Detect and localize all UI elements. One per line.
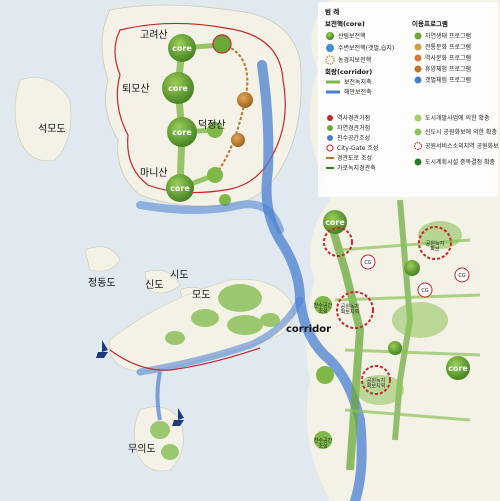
- yeongjong-greenery: [165, 284, 280, 345]
- place-sindo: 신도: [145, 279, 163, 291]
- legend-corridor-1: 보전녹지축: [344, 78, 372, 86]
- place-muuido: 무의도: [128, 443, 156, 455]
- place-toesan: 퇴모산: [122, 83, 150, 95]
- legend-core-2: 수변보전핵(갯벌,습지): [338, 44, 394, 52]
- corridor-branch-ganghwa: [136, 200, 284, 234]
- legend: 범 례 보전핵(core) 산림보전핵 수변보전핵(갯벌,습지) 농경지보전핵 …: [318, 2, 500, 197]
- legend-ll-4: City-Gate 조성: [337, 144, 378, 152]
- legend-corridor-header: 회랑(corridor): [325, 67, 372, 76]
- place-modo: 모도: [192, 290, 210, 301]
- core-label-5: core: [325, 218, 345, 227]
- islet-a: [84, 246, 121, 272]
- legend-ll-1: 역사경관거점: [337, 114, 370, 122]
- legend-program-2: 전통문화 프로그램: [425, 43, 471, 51]
- legend-ll-2: 자연경관거점: [337, 124, 370, 132]
- place-seokmodo: 석모도: [38, 123, 66, 135]
- cg-label-3: CG: [421, 288, 428, 294]
- legend-ll-6: 가로녹지경관축: [337, 164, 376, 172]
- place-manisan: 마니산: [140, 167, 168, 179]
- core-link-green: [174, 44, 186, 192]
- ganghwa-boundary: [114, 22, 286, 194]
- annotation-bubbles: [314, 296, 334, 449]
- boat-icons: [96, 340, 184, 426]
- muui-link: [155, 371, 162, 421]
- core-label-4: core: [170, 184, 190, 193]
- place-deokjeongsan: 덕정산: [198, 119, 226, 131]
- legend-lower-left: 역사경관거점 자연경관거점 친수공간조성 City-Gate 조성 경관도로 조…: [326, 114, 378, 172]
- legend-program-3: 역사문화 프로그램: [425, 54, 471, 62]
- incheon-green-network: [326, 199, 481, 471]
- corridor-label: corridor: [286, 324, 331, 335]
- legend-ll-3: 친수공간조성: [337, 134, 370, 142]
- legend-lr-1: 도시개발사업에 의한 확충: [425, 114, 490, 122]
- ganghwa-cores: core core core core: [162, 34, 197, 202]
- incheon-cores: core core: [323, 210, 470, 380]
- legend-core-3: 농경지보전핵: [338, 56, 371, 64]
- islet-b: [144, 269, 181, 294]
- place-jeongdongdo: 정동도: [88, 277, 116, 289]
- yeongjong-coast-red: [109, 347, 261, 371]
- cg-label-2: CG: [458, 273, 465, 279]
- legend-core-header: 보전핵(core): [325, 19, 365, 28]
- legend-program-5: 갯벌체험 프로그램: [425, 76, 471, 84]
- legend-program-header: 이용프로그램: [412, 19, 448, 28]
- legend-ll-5: 경관도로 조성: [337, 154, 372, 162]
- ganghwa-program-nodes: [207, 34, 253, 206]
- legend-core-1: 산림보전핵: [338, 32, 366, 40]
- place-sido: 시도: [170, 269, 188, 281]
- legend-lr-3: 공원서비스소외지역 공원화보 에 의한 확충: [425, 142, 500, 150]
- seokmodo-island: [14, 77, 72, 162]
- cg-label-1: CG: [364, 260, 371, 266]
- legend-lr-4: 도시계획시설 중복결정 확충: [425, 158, 496, 166]
- core-label-6: core: [448, 364, 468, 373]
- corridor-branch-yeongjong: [136, 296, 304, 376]
- legend-program-4: 휴양체험 프로그램: [425, 65, 471, 73]
- place-goryeosan: 고려산: [140, 29, 168, 41]
- legend-title: 범 례: [325, 7, 339, 16]
- park-securing-areas: [323, 226, 452, 395]
- legend-lower-right: 도시개발사업에 의한 확충 신도시 공원화보에 의한 확충 공원서비스소외지역 …: [413, 114, 500, 166]
- core-label-1: core: [172, 44, 192, 53]
- legend-lr-2: 신도시 공원화보에 의한 확충: [425, 128, 497, 136]
- city-gate-markers: CG CG CG: [360, 254, 470, 298]
- core-label-2: core: [168, 84, 188, 93]
- core-label-3: core: [172, 128, 192, 137]
- muuido-greenery: [150, 421, 179, 460]
- legend-corridor-2: 해안보전축: [344, 88, 372, 96]
- legend-program-1: 자연생태 프로그램: [425, 32, 471, 40]
